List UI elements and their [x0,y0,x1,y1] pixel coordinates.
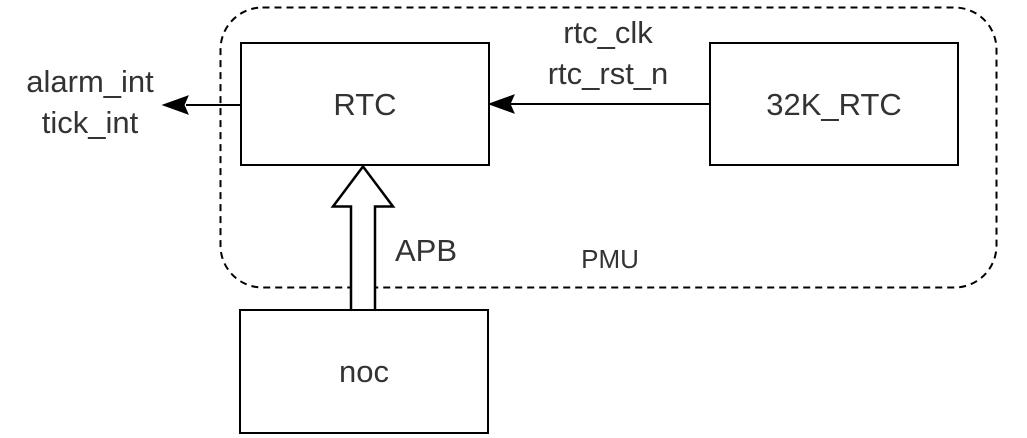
noc-block-label: noc [339,354,389,389]
clk-rst-signal-labels: rtc_clk rtc_rst_n [518,12,698,94]
noc-box [239,309,489,434]
pmu-container-label: PMU [581,244,639,274]
rtc-block-label: RTC [333,86,397,122]
rtc32k-box [709,42,959,166]
tick-int-label: tick_int [41,105,139,140]
rtc-rst-n-label: rtc_rst_n [547,56,669,91]
alarm-tick-signal-labels: alarm_int tick_int [8,61,172,143]
apb-bus-label: APB [395,233,458,268]
rtc-box [240,42,490,166]
alarm-tick-arrowhead [161,95,189,115]
rtc32k-block-label: 32K_RTC [766,86,902,122]
alarm-int-label: alarm_int [26,64,154,99]
pmu-boundary [219,6,998,289]
apb-block-arrow [330,164,396,313]
rtc-clk-label: rtc_clk [563,15,653,50]
clk-rst-arrowhead [487,94,515,114]
